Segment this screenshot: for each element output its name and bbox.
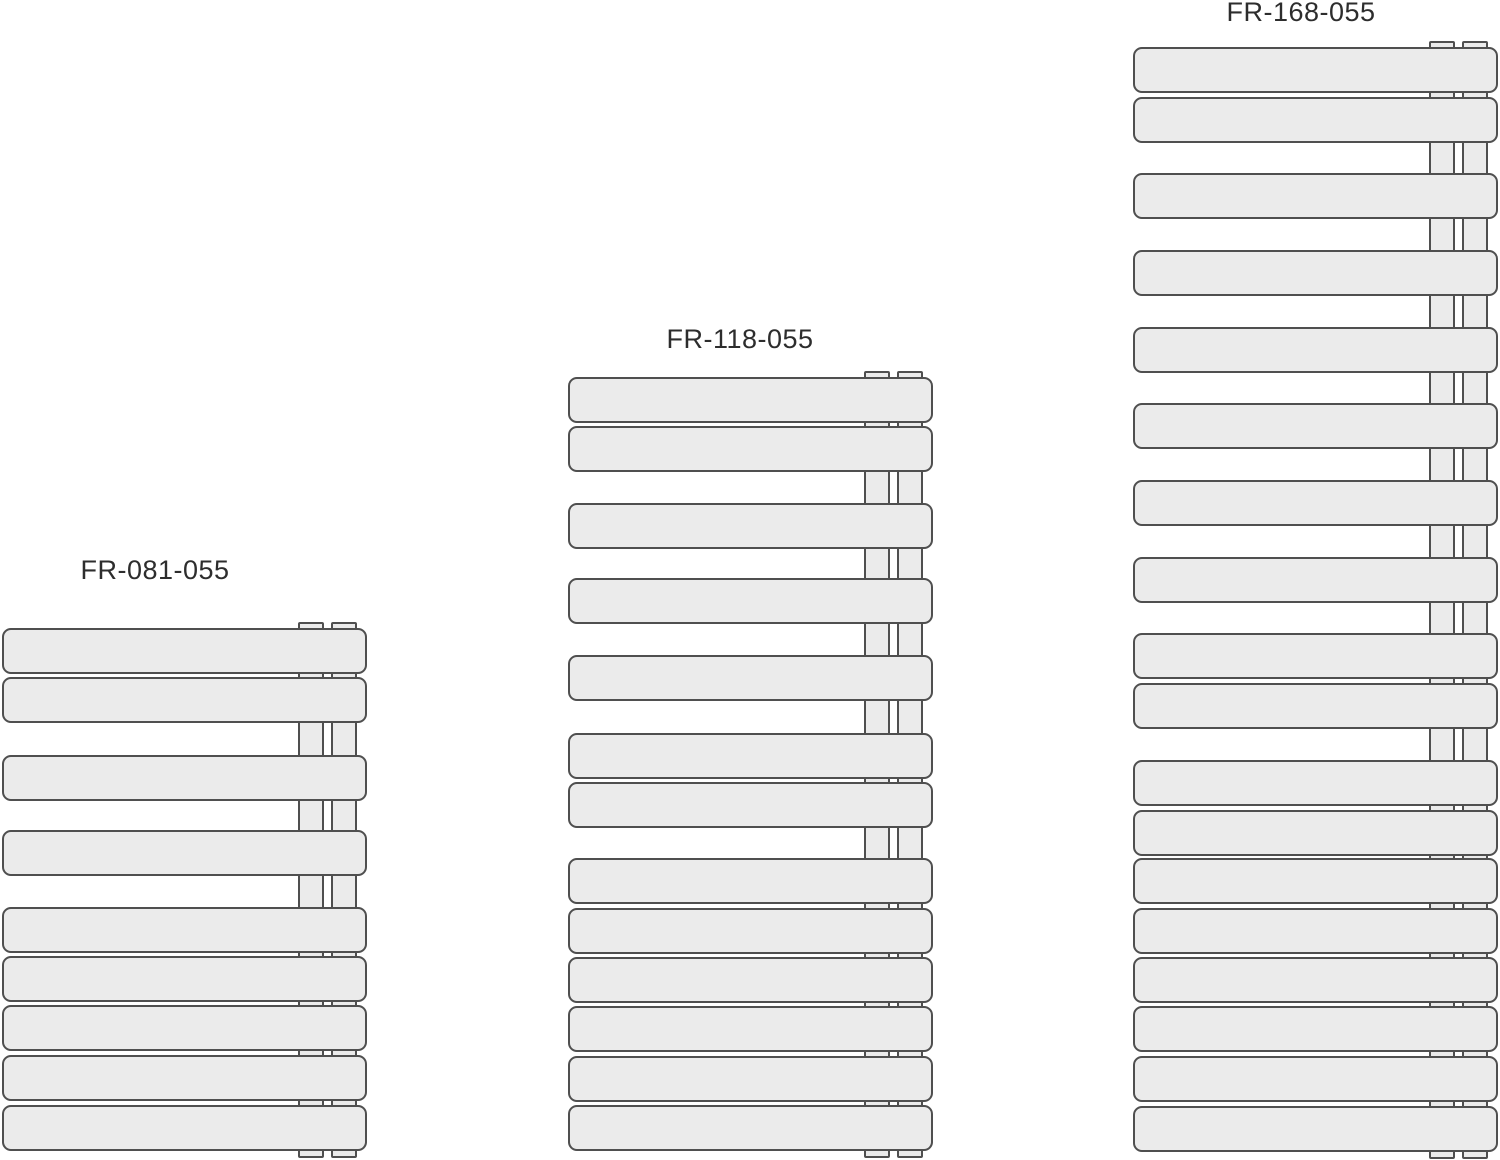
radiator-flat-bar (568, 377, 933, 423)
radiator-flat-bar (1133, 173, 1498, 219)
radiator-flat-bar (1133, 760, 1498, 806)
radiator-model-label: FR-168-055 (1226, 0, 1376, 27)
radiator-flat-bar (568, 858, 933, 904)
radiator-flat-bar (1133, 403, 1498, 449)
radiator-flat-bar (568, 503, 933, 549)
radiator-flat-bar (568, 1006, 933, 1052)
radiator-flat-bar (1133, 480, 1498, 526)
radiator-flat-bar (1133, 250, 1498, 296)
radiator-flat-bar (568, 1056, 933, 1102)
radiator-flat-bar (2, 1105, 367, 1151)
radiator-flat-bar (2, 755, 367, 801)
radiator-flat-bar (1133, 47, 1498, 93)
radiator-flat-bar (568, 655, 933, 701)
radiator-flat-bar (568, 426, 933, 472)
radiator-flat-bar (568, 733, 933, 779)
radiator-flat-bar (2, 1005, 367, 1051)
radiator-flat-bar (1133, 683, 1498, 729)
radiator-flat-bar (2, 677, 367, 723)
radiator-flat-bar (1133, 858, 1498, 904)
radiator-flat-bar (1133, 1056, 1498, 1102)
radiator-flat-bar (2, 830, 367, 876)
radiator-flat-bar (1133, 327, 1498, 373)
radiator-flat-bar (2, 956, 367, 1002)
radiator-model-label: FR-118-055 (666, 324, 814, 354)
radiator-flat-bar (568, 957, 933, 1003)
radiator-model-label: FR-081-055 (80, 555, 230, 585)
radiator-flat-bar (568, 1105, 933, 1151)
radiator-flat-bar (1133, 1006, 1498, 1052)
radiator-flat-bar (1133, 957, 1498, 1003)
radiator-flat-bar (1133, 810, 1498, 856)
radiator-flat-bar (1133, 97, 1498, 143)
radiator-flat-bar (568, 782, 933, 828)
radiator-flat-bar (568, 908, 933, 954)
radiator-flat-bar (2, 628, 367, 674)
radiator-flat-bar (1133, 633, 1498, 679)
radiator-flat-bar (2, 907, 367, 953)
radiator-flat-bar (1133, 1106, 1498, 1152)
radiator-flat-bar (2, 1055, 367, 1101)
radiator-flat-bar (1133, 557, 1498, 603)
radiator-flat-bar (1133, 908, 1498, 954)
radiator-flat-bar (568, 578, 933, 624)
